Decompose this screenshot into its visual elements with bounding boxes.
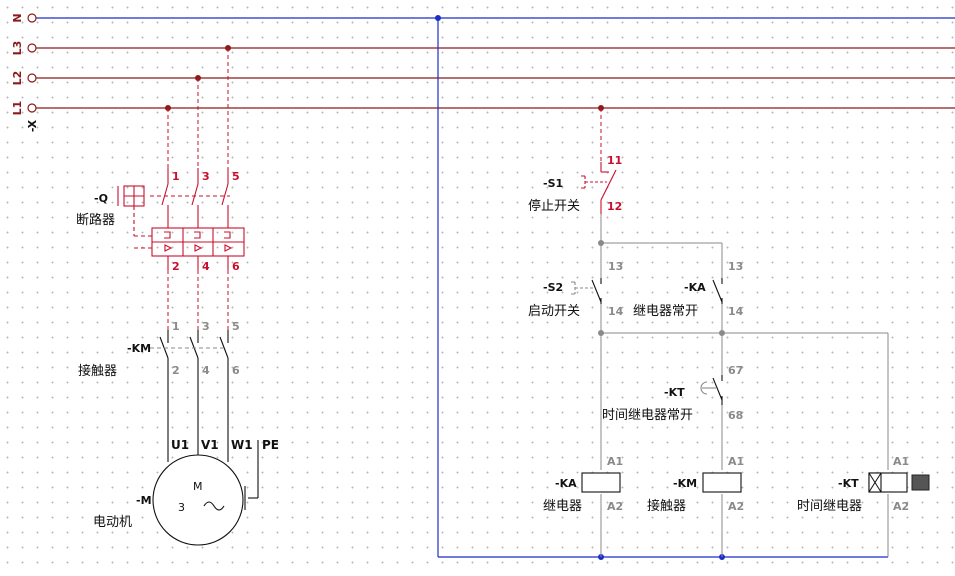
rail-junctions bbox=[165, 15, 604, 111]
stop-switch-pin-12: 12 bbox=[607, 200, 622, 213]
breaker-pin-bottom-2: 2 bbox=[172, 260, 180, 273]
breaker-ref: -Q bbox=[94, 192, 108, 205]
motor-terminal-w1: W1 bbox=[231, 438, 253, 452]
stop-switch-name: 停止开关 bbox=[528, 198, 580, 214]
rail-label-n: N bbox=[11, 13, 24, 22]
start-switch-name: 启动开关 bbox=[528, 304, 580, 319]
control-wires bbox=[600, 214, 889, 557]
motor-terminal-u1: U1 bbox=[171, 438, 189, 452]
start-switch-ref: -S2 bbox=[543, 281, 563, 294]
contactor-km-pin-4: 4 bbox=[202, 364, 210, 377]
contactor-km-main[interactable]: -KM 接触器 1 3 5 2 4 6 bbox=[78, 320, 240, 440]
relay-contact-pin-14: 14 bbox=[728, 305, 744, 318]
relay-coil-ka[interactable]: A1 A2 -KA 继电器 bbox=[543, 455, 623, 514]
breaker-q[interactable]: -Q 断路器 1 3 5 2 4 6 bbox=[76, 168, 245, 273]
contactor-coil-km[interactable]: A1 A2 -KM 接触器 bbox=[647, 455, 744, 514]
breaker-to-contactor-wires bbox=[167, 270, 229, 330]
contactor-coil-name: 接触器 bbox=[647, 498, 686, 514]
relay-contact-pin-13: 13 bbox=[728, 260, 743, 273]
timer-contact-ref: -KT bbox=[664, 386, 685, 399]
motor-terminal-pe: PE bbox=[262, 438, 279, 452]
contactor-km-pin-1: 1 bbox=[172, 320, 180, 333]
contactor-coil-ref: -KM bbox=[673, 477, 697, 490]
breaker-pin-top-3: 3 bbox=[202, 170, 210, 183]
breaker-name: 断路器 bbox=[76, 212, 115, 228]
breaker-pin-bottom-6: 6 bbox=[232, 260, 240, 273]
contactor-km-name: 接触器 bbox=[78, 363, 117, 379]
relay-contact-ka[interactable]: 13 14 -KA 继电器常开 bbox=[633, 260, 744, 319]
rail-n: N bbox=[11, 13, 955, 23]
relay-contact-ref: -KA bbox=[684, 281, 706, 294]
relay-coil-name: 继电器 bbox=[543, 499, 582, 514]
contactor-km-pin-5: 5 bbox=[232, 320, 240, 333]
timer-contact-kt[interactable]: 67 68 -KT 时间继电器常开 bbox=[602, 364, 743, 423]
start-switch-pin-13: 13 bbox=[608, 260, 623, 273]
motor-m[interactable]: U1 V1 W1 PE M 3 -M 电动机 bbox=[93, 438, 279, 546]
contactor-coil-pin-a2: A2 bbox=[728, 500, 744, 513]
timer-coil-pin-a1: A1 bbox=[893, 455, 909, 468]
motor-terminal-v1: V1 bbox=[201, 438, 219, 452]
contactor-km-pin-2: 2 bbox=[172, 364, 180, 377]
contactor-coil-pin-a1: A1 bbox=[728, 455, 744, 468]
control-junctions bbox=[598, 240, 725, 336]
stop-switch-pin-11: 11 bbox=[607, 154, 622, 167]
stop-switch-ref: -S1 bbox=[543, 177, 563, 190]
contactor-km-pin-6: 6 bbox=[232, 364, 240, 377]
motor-name: 电动机 bbox=[93, 515, 132, 530]
connector-ref: -X bbox=[26, 119, 39, 132]
relay-coil-ref: -KA bbox=[555, 477, 577, 490]
breaker-feed-wires bbox=[167, 48, 229, 168]
relay-coil-pin-a1: A1 bbox=[607, 455, 623, 468]
timer-contact-pin-67: 67 bbox=[728, 364, 743, 377]
rail-l2: L2 bbox=[11, 71, 955, 86]
rail-label-l3: L3 bbox=[11, 41, 24, 56]
motor-symbol: M bbox=[193, 480, 203, 493]
relay-contact-name: 继电器常开 bbox=[633, 304, 698, 319]
timer-coil-kt[interactable]: A1 A2 -KT 时间继电器 bbox=[797, 455, 930, 514]
contactor-km-ref: -KM bbox=[127, 342, 151, 355]
breaker-pin-top-1: 1 bbox=[172, 170, 180, 183]
timer-contact-name: 时间继电器常开 bbox=[602, 408, 693, 423]
rail-label-l2: L2 bbox=[11, 71, 24, 86]
motor-ref: -M bbox=[136, 494, 152, 507]
rail-l1: L1 bbox=[11, 101, 955, 116]
stop-switch-s1[interactable]: 11 12 -S1 停止开关 bbox=[528, 154, 622, 214]
timer-coil-ref: -KT bbox=[838, 477, 859, 490]
start-switch-s2[interactable]: 13 14 -S2 启动开关 bbox=[528, 260, 624, 319]
contactor-km-pin-3: 3 bbox=[202, 320, 210, 333]
relay-coil-pin-a2: A2 bbox=[607, 500, 623, 513]
timer-contact-pin-68: 68 bbox=[728, 409, 743, 422]
rail-label-l1: L1 bbox=[11, 101, 24, 116]
breaker-pin-bottom-4: 4 bbox=[202, 260, 210, 273]
breaker-pin-top-5: 5 bbox=[232, 170, 240, 183]
motor-phases: 3 bbox=[178, 501, 185, 514]
neutral-return bbox=[437, 18, 888, 558]
timer-coil-pin-a2: A2 bbox=[893, 500, 909, 513]
timer-coil-name: 时间继电器 bbox=[797, 499, 862, 514]
start-switch-pin-14: 14 bbox=[608, 305, 624, 318]
rail-l3: L3 bbox=[11, 41, 955, 56]
